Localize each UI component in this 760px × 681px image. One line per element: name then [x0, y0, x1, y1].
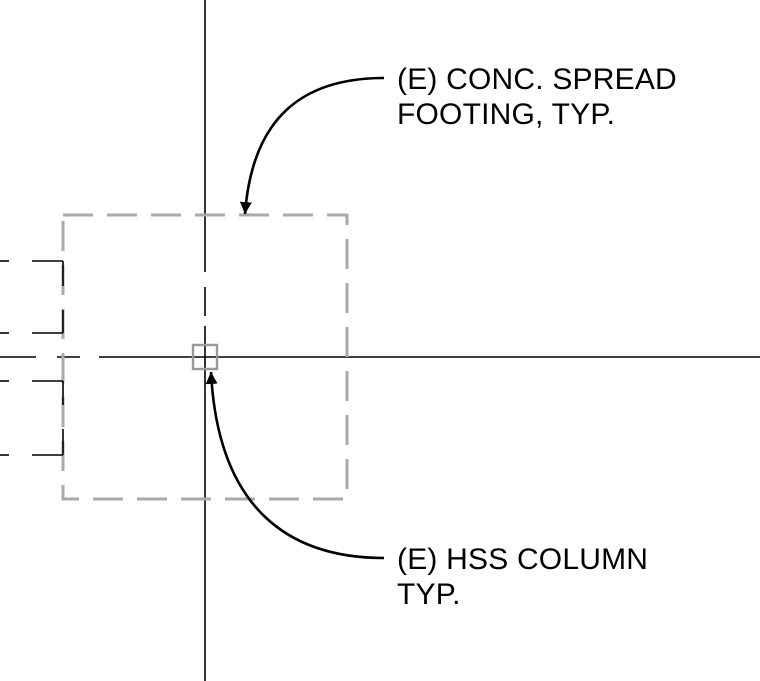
column-callout-line-1: (E) HSS COLUMN — [397, 543, 649, 576]
hss-column-outline — [191, 343, 219, 371]
column-callout: (E) HSS COLUMN TYP. — [397, 542, 648, 612]
footing-leader-arrow — [239, 76, 385, 215]
column-leader-arrow — [205, 371, 385, 560]
column-callout-line-2: TYP. — [397, 578, 461, 611]
adjacent-element-upper — [0, 260, 64, 334]
spread-footing-outline — [61, 213, 349, 501]
adjacent-element-lower — [0, 380, 64, 456]
footing-callout-line-2: FOOTING, TYP. — [397, 98, 616, 131]
footing-callout-line-1: (E) CONC. SPREAD — [397, 63, 677, 96]
footing-callout: (E) CONC. SPREAD FOOTING, TYP. — [397, 62, 677, 132]
